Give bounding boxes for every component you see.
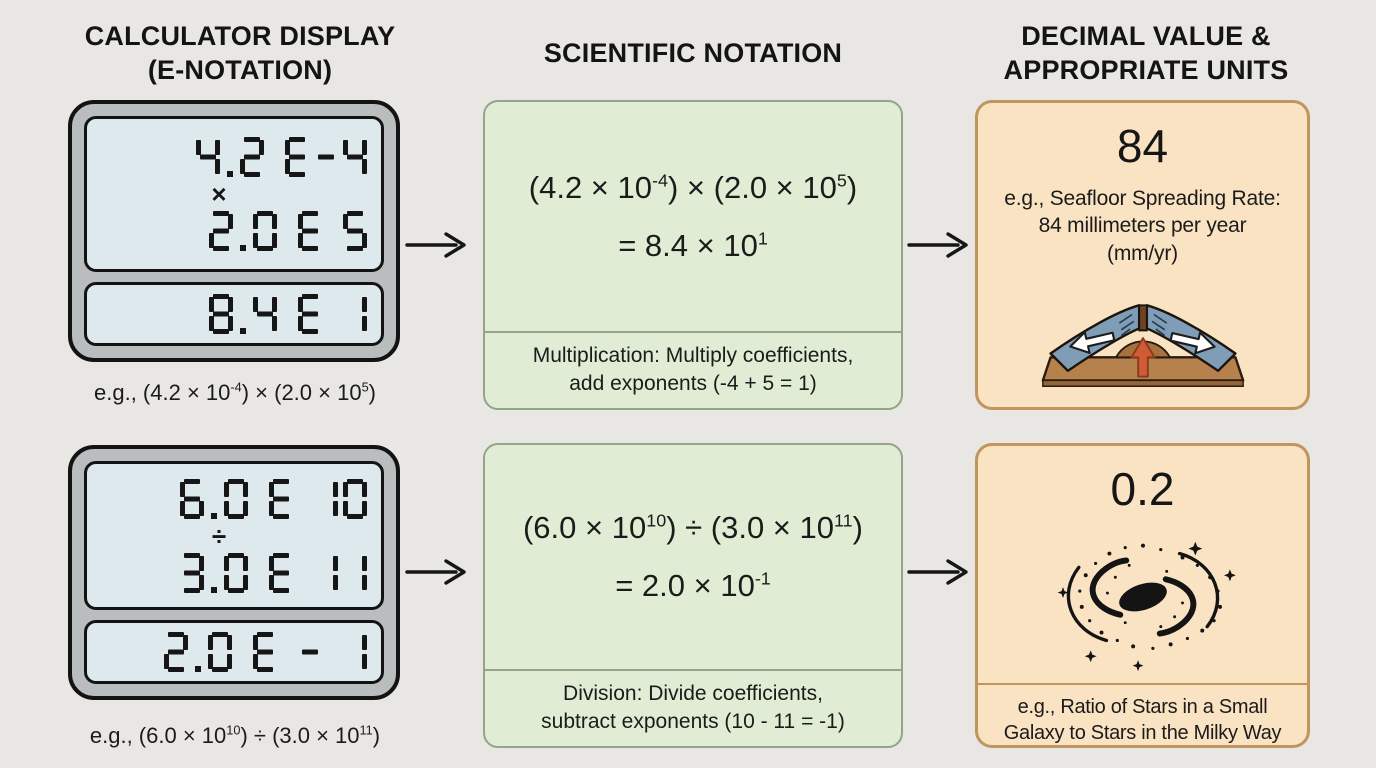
lcd-multiply-operator: × xyxy=(211,179,227,209)
calculator-example-caption: e.g., (4.2 × 10-4) × (2.0 × 105) xyxy=(94,379,376,405)
flow-arrow-icon xyxy=(404,229,470,261)
calculator-input-screen: × xyxy=(84,116,384,272)
scientific-expression-area: (6.0 × 1010) ÷ (3.0 × 1011) = 2.0 × 10-1 xyxy=(485,445,901,669)
scientific-notation-box-division: (6.0 × 1010) ÷ (3.0 × 1011) = 2.0 × 10-1… xyxy=(483,443,903,748)
scientific-expression-area: (4.2 × 10-4) × (2.0 × 105) = 8.4 × 101 xyxy=(485,102,901,331)
calculator-result-screen xyxy=(84,620,384,684)
column-header-scientific-notation: SCIENTIFIC NOTATION xyxy=(543,38,843,68)
calculator-division: ÷ xyxy=(68,445,400,700)
column-header-decimal-value: DECIMAL VALUE & APPROPRIATE UNITS xyxy=(1003,21,1289,85)
flow-arrow-icon xyxy=(906,556,972,588)
scientific-notation-box-multiplication: (4.2 × 10-4) × (2.0 × 105) = 8.4 × 101 M… xyxy=(483,100,903,410)
decimal-value: 0.2 xyxy=(1110,463,1175,515)
division-rule-note: Division: Divide coefficients, subtract … xyxy=(485,669,901,746)
column-header-calculator-display: CALCULATOR DISPLAY (E-NOTATION) xyxy=(84,21,396,85)
decimal-value-box-seafloor: 84 e.g., Seafloor Spreading Rate: 84 mil… xyxy=(975,100,1310,410)
spiral-galaxy-icon xyxy=(1028,518,1258,681)
scientific-expression: (6.0 × 1010) ÷ (3.0 × 1011) xyxy=(522,510,863,546)
seafloor-spreading-icon xyxy=(1037,288,1249,397)
lcd-divide-operator: ÷ xyxy=(211,520,227,551)
calculator-result-screen xyxy=(84,282,384,346)
decimal-value: 84 xyxy=(1116,120,1169,172)
multiplication-rule-note: Multiplication: Multiply coefficients, a… xyxy=(485,331,901,408)
calculator-multiplication: × xyxy=(68,100,400,362)
lcd-line-operand2 xyxy=(101,552,367,593)
decimal-description: e.g., Ratio of Stars in a Small Galaxy t… xyxy=(978,683,1307,757)
calculator-example-caption: e.g., (6.0 × 1010) ÷ (3.0 × 1011) xyxy=(89,722,381,748)
calculator-input-screen: ÷ xyxy=(84,461,384,610)
scientific-result: = 8.4 × 101 xyxy=(618,227,768,263)
scientific-result: = 2.0 × 10-1 xyxy=(615,568,771,604)
lcd-line-operand1 xyxy=(101,137,367,177)
decimal-value-box-galaxy: 0.2 xyxy=(975,443,1310,748)
scientific-expression: (4.2 × 10-4) × (2.0 × 105) xyxy=(528,169,858,205)
lcd-line-operand1 xyxy=(101,478,367,519)
lcd-line-operand2 xyxy=(101,211,367,251)
lcd-line-result xyxy=(159,632,367,672)
lcd-line-result xyxy=(204,294,367,334)
flow-arrow-icon xyxy=(906,229,972,261)
flow-arrow-icon xyxy=(404,556,470,588)
decimal-description: e.g., Seafloor Spreading Rate: 84 millim… xyxy=(1004,187,1281,265)
